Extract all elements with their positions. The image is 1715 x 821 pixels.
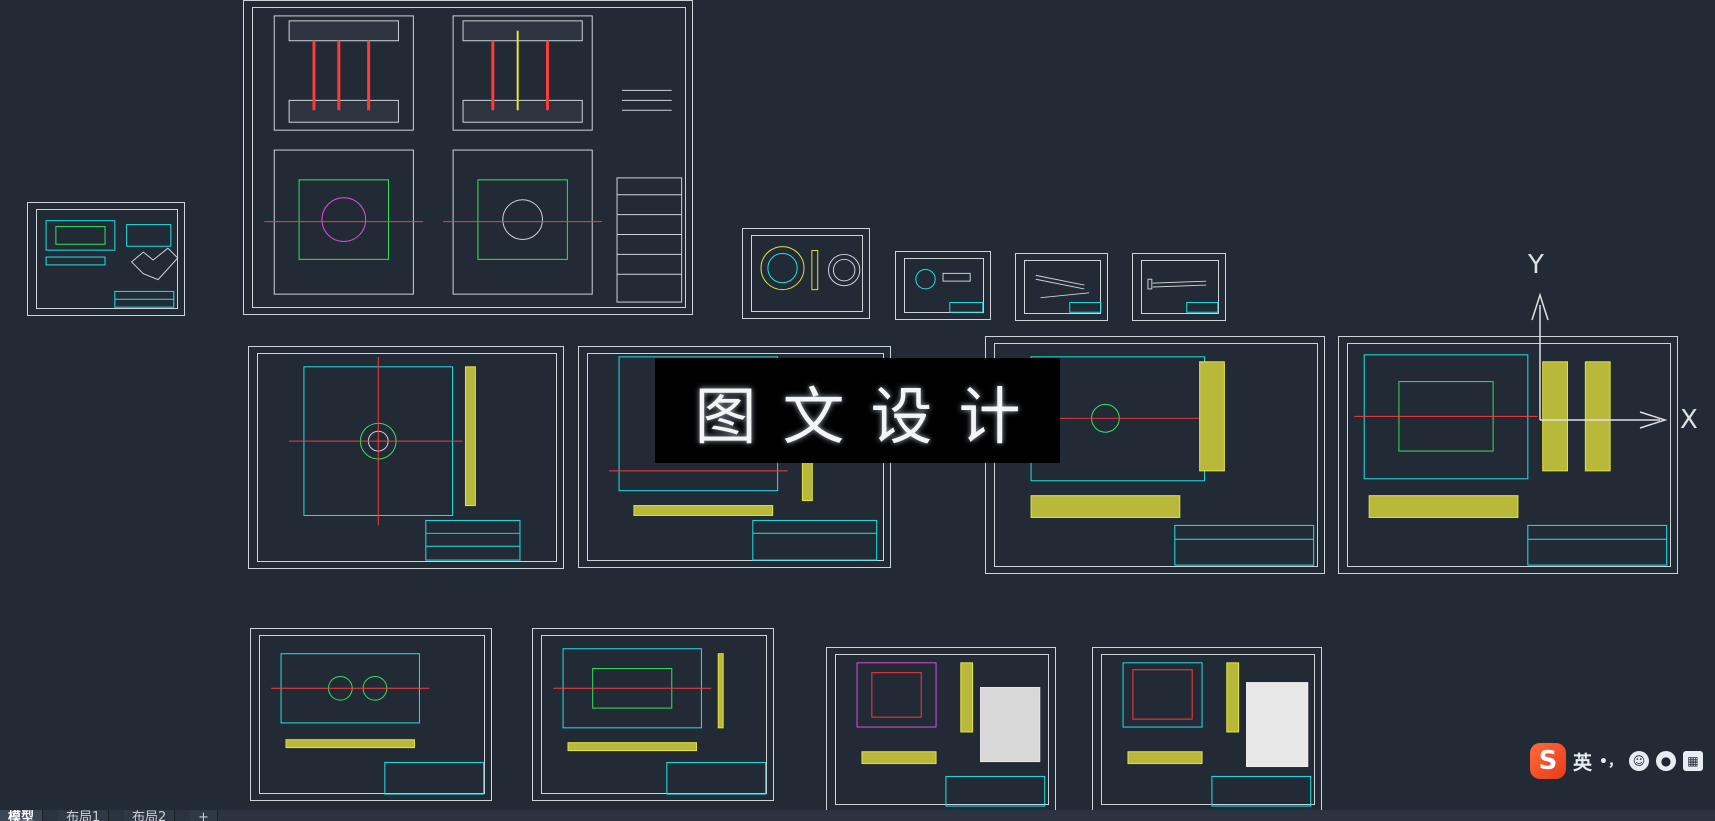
- drawing-sheet-assembly[interactable]: [243, 0, 693, 315]
- drawing-sheet-plate-1[interactable]: [248, 346, 564, 569]
- drawing-sheet-part-a[interactable]: [895, 251, 991, 320]
- emoji-icon[interactable]: ☺: [1628, 751, 1649, 771]
- microphone-icon[interactable]: ●: [1655, 751, 1676, 771]
- tab-model[interactable]: 模型: [0, 810, 44, 821]
- ime-toolbar[interactable]: S 英 •， ☺ ● ▦: [1530, 740, 1715, 782]
- drawing-sheet-part-c[interactable]: [1132, 253, 1226, 321]
- tab-layout-1[interactable]: 布局1: [58, 810, 110, 821]
- tab-layout-2[interactable]: 布局2: [124, 810, 176, 821]
- ucs-x-label: X: [1680, 405, 1698, 435]
- drawing-sheet-plate-4[interactable]: [1338, 336, 1678, 574]
- drawing-sheet-plate-6[interactable]: [532, 628, 774, 801]
- drawing-sheet-part-b[interactable]: [1015, 253, 1108, 321]
- drawing-sheet-left[interactable]: [27, 202, 185, 316]
- drawing-sheet-plate-5[interactable]: [250, 628, 492, 801]
- drawing-sheet-ring[interactable]: [742, 228, 870, 319]
- add-layout-button[interactable]: +: [190, 810, 218, 821]
- drawing-sheet-cavity-2[interactable]: [1092, 647, 1322, 812]
- ucs-y-label: Y: [1528, 250, 1544, 280]
- ucs-icon: [1531, 292, 1668, 429]
- drawing-sheet-cavity-1[interactable]: [826, 647, 1056, 812]
- layout-tab-bar: 模型 布局1 布局2 +: [0, 810, 1715, 821]
- ime-mode-toggle[interactable]: 英: [1573, 751, 1593, 774]
- watermark-text: 图文设计: [694, 379, 1047, 453]
- watermark-banner: 图文设计: [655, 358, 1060, 463]
- ime-punct-toggle[interactable]: •，: [1599, 754, 1622, 770]
- keyboard-icon[interactable]: ▦: [1682, 751, 1703, 771]
- sogou-logo-icon[interactable]: S: [1530, 743, 1566, 779]
